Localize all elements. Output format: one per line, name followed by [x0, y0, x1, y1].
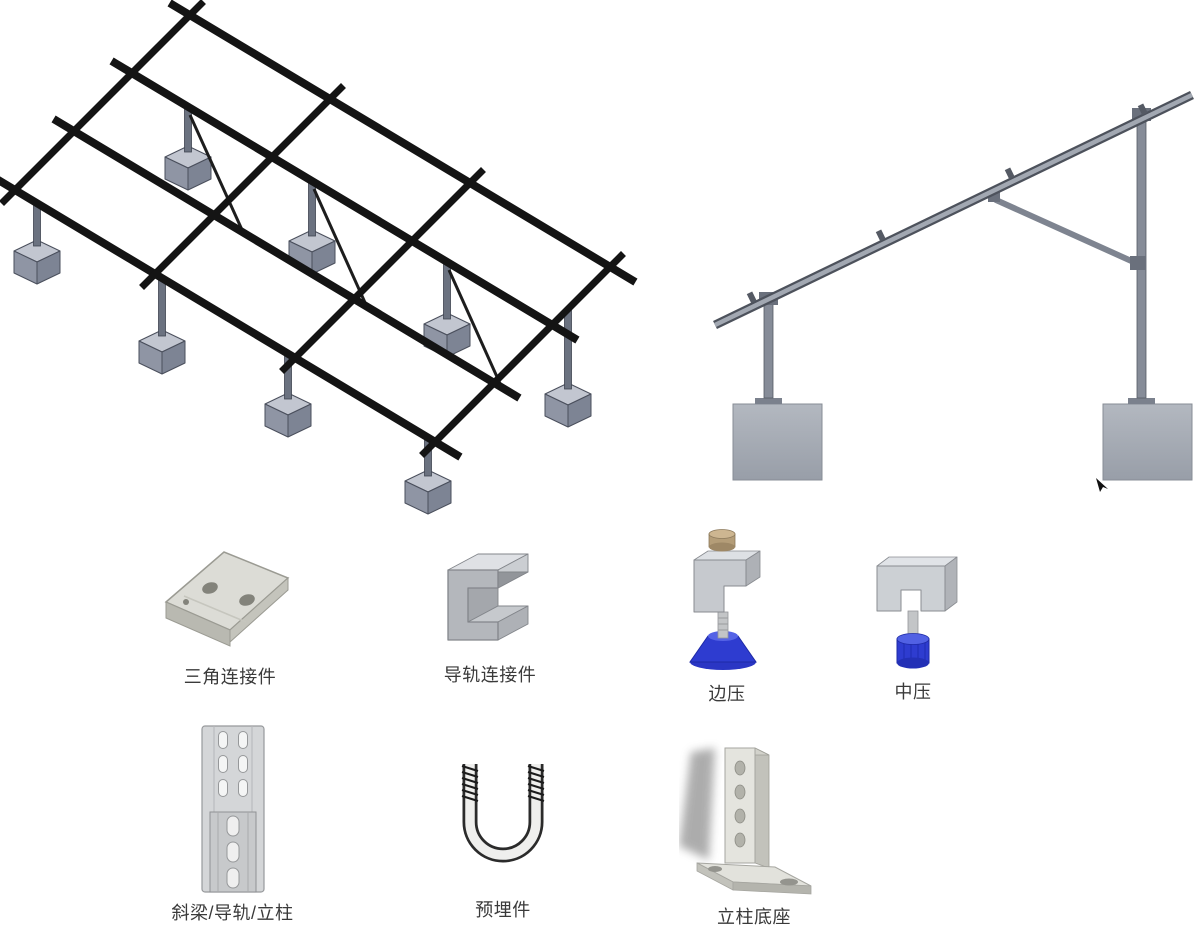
mid-clamp-icon: [876, 556, 958, 669]
edge-clamp-icon: [689, 529, 761, 670]
clamp-body: [876, 556, 958, 612]
component-cell-embedded-part: 预埋件: [428, 756, 578, 921]
component-label: 边压: [708, 684, 746, 704]
blue-nut: [896, 633, 930, 669]
upright-post: [724, 747, 770, 869]
side-diagonal-brace: [988, 190, 1146, 270]
triangle-connector-icon: [164, 551, 290, 647]
vertical-posts: [755, 108, 1155, 404]
component-cell-column-base: 立柱底座: [678, 738, 830, 928]
cursor-artifact: [1096, 478, 1108, 492]
component-cell-edge-clamp: 边压: [660, 520, 794, 705]
component-label: 预埋件: [475, 900, 531, 920]
component-cell-triangle-connector: 三角连接件: [148, 538, 312, 688]
side-elevation-illustration: [713, 90, 1194, 492]
slot-holes: [217, 731, 248, 797]
bolt-head: [708, 529, 736, 552]
component-label: 中压: [894, 682, 932, 702]
component-label: 立柱底座: [717, 907, 791, 927]
component-cell-beam-rail-column: 斜梁/导轨/立柱: [172, 722, 293, 924]
component-cell-mid-clamp: 中压: [852, 528, 974, 703]
concrete-blocks: [732, 403, 1193, 481]
component-cell-rail-connector: 导轨连接件: [408, 536, 572, 686]
rail-clamps: [746, 103, 1148, 304]
u-bolt-icon: [461, 764, 545, 863]
main-rails: [0, 0, 638, 461]
column-base-icon: [679, 747, 812, 895]
strut-channel-icon: [200, 725, 265, 893]
isometric-structure-illustration: [0, 0, 638, 515]
base-plate: [696, 862, 812, 895]
tilted-rail-beam: [713, 90, 1194, 330]
concrete-footings: [13, 145, 592, 515]
component-label: 导轨连接件: [443, 665, 537, 685]
rail-connector-icon: [447, 553, 529, 641]
component-label: 三角连接件: [183, 667, 277, 687]
diagonal-braces: [188, 114, 504, 389]
inner-slot-holes: [226, 815, 239, 889]
component-label: 斜梁/导轨/立柱: [171, 903, 294, 923]
shadow: [679, 748, 715, 860]
cross-rails: [0, 0, 626, 458]
clamp-body: [693, 550, 761, 613]
blue-base: [689, 631, 757, 670]
thread-hatching: [461, 764, 545, 803]
